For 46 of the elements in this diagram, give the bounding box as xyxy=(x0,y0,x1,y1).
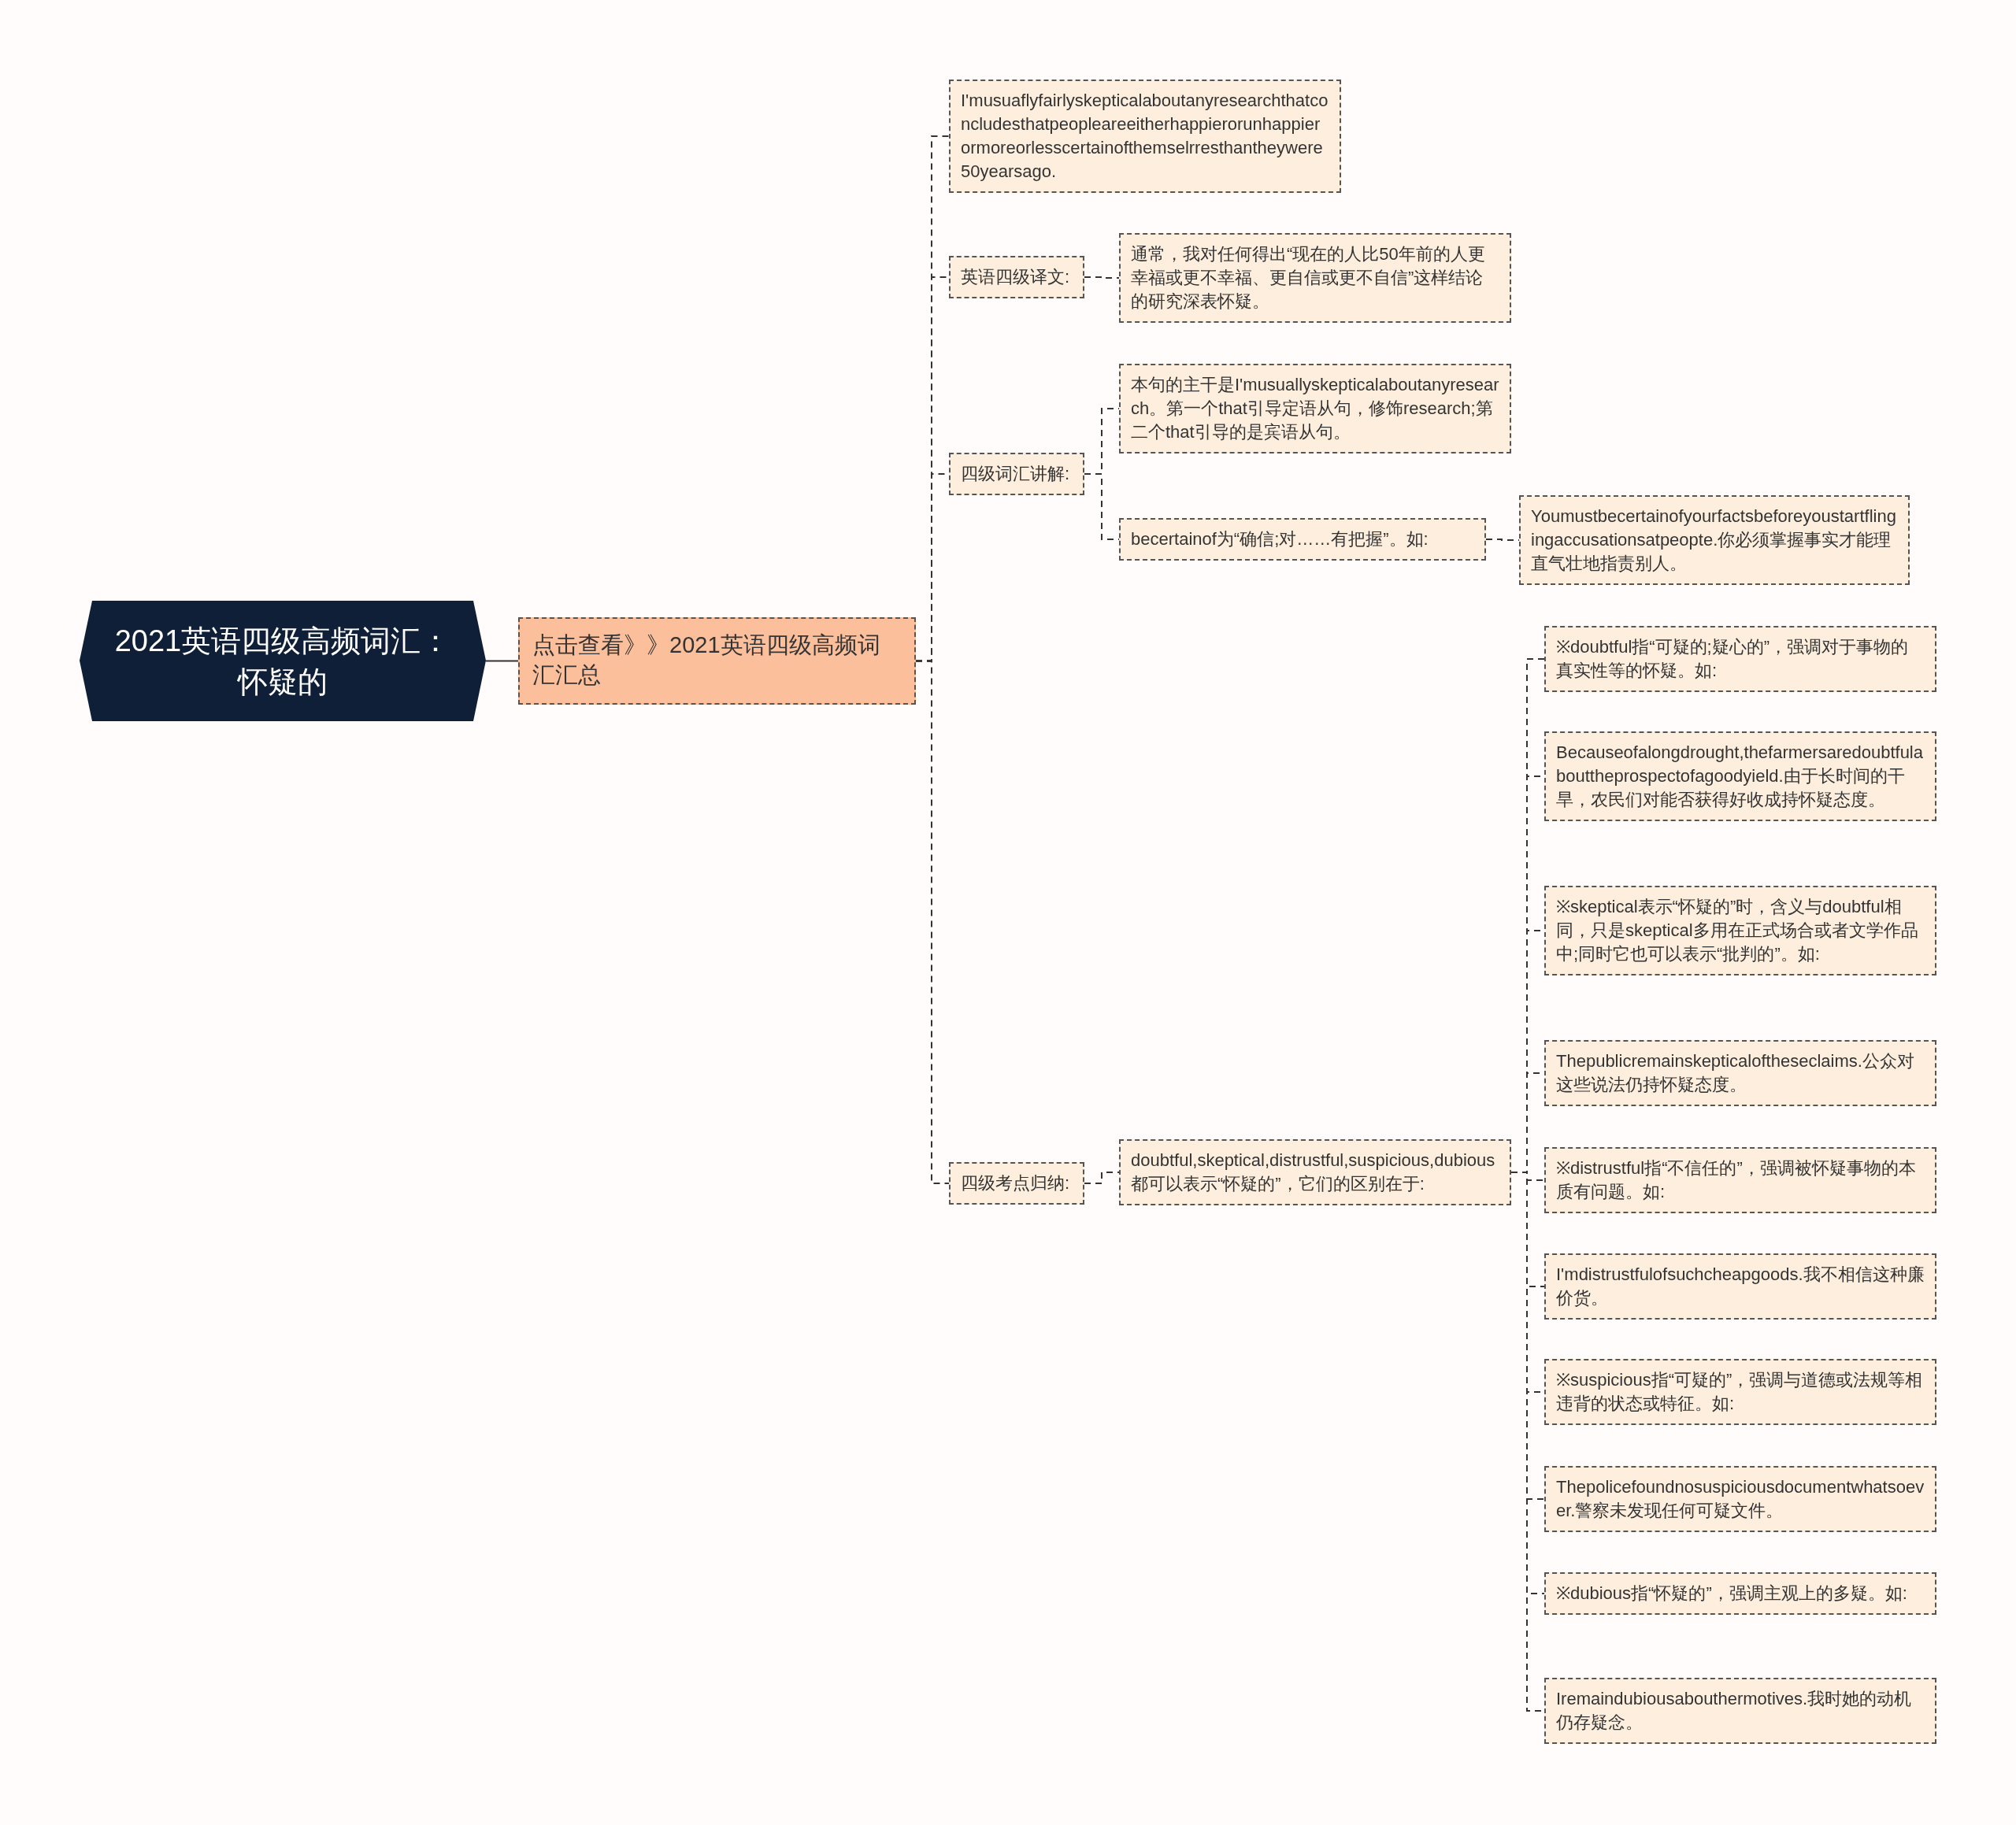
node-text: 英语四级译文: xyxy=(961,266,1071,288)
text-box xyxy=(1544,886,1936,975)
node-text: Thepolicefoundnosuspiciousdocumentwhatsoever.警察未发现任何可疑文件。 xyxy=(1556,1476,1925,1522)
text-box xyxy=(1119,233,1511,323)
node-text: 点击查看》》2021英语四级高频词汇汇总 xyxy=(532,631,881,689)
node-text: I'mdistrustfulofsuchcheapgoods.我不相信这种廉价货。 xyxy=(1556,1264,1925,1309)
text-box xyxy=(949,1162,1084,1205)
text-box xyxy=(1544,626,1936,692)
node-text: ※distrustful指“不信任的”，强调被怀疑事物的本质有问题。如: xyxy=(1556,1157,1917,1203)
text-box xyxy=(949,80,1341,193)
text-box xyxy=(1119,518,1486,561)
node-text: Youmustbecertainofyourfactsbeforeyoustartflingingaccusationsatpeopte.你必须掌握事实才能理直气壮地指责别人。 xyxy=(1531,505,1897,575)
text-box xyxy=(1119,364,1511,453)
node-text: ※suspicious指“可疑的”，强调与道德或法规等相违背的状态或特征。如: xyxy=(1556,1369,1924,1415)
node-text: Iremaindubiousabouthermotives.我时她的动机仍存疑念。 xyxy=(1556,1688,1913,1734)
node-text: 四级考点归纳: xyxy=(961,1172,1071,1194)
connector-line xyxy=(1084,276,1120,279)
node-text: 本句的主干是I'musuallyskepticalaboutanyresearch。第一个that引导定语从句，修饰research;第二个that引导的是宾语从句。 xyxy=(1131,374,1499,443)
text-box xyxy=(1544,731,1936,821)
node-text: ※dubious指“怀疑的”，强调主观上的多疑。如: xyxy=(1556,1583,1908,1605)
text-box xyxy=(1544,1572,1936,1615)
node-text: doubtful,skeptical,distrustful,suspicious,dubious都可以表示“怀疑的”，它们的区别在于: xyxy=(1131,1149,1496,1195)
node-text: 通常，我对任何得出“现在的人比50年前的人更幸福或更不幸福、更自信或更不自信”这样结论的研究深表怀疑。 xyxy=(1131,243,1486,313)
text-box xyxy=(949,453,1084,495)
node-text: 四级词汇讲解: xyxy=(961,463,1071,485)
node-text: I'musuaflyfairlyskepticalaboutanyresearchthatconcludesthatpeopleareeitherhappierorunhappierormoreorlesscertainofthemselrresthantheywere50yearsago. xyxy=(961,90,1329,183)
text-box xyxy=(1544,1359,1936,1425)
text-box xyxy=(1544,1147,1936,1213)
node-text: Thepublicremainskepticaloftheseclaims.公众对这些说法仍持怀疑态度。 xyxy=(1556,1050,1915,1096)
connector-line xyxy=(1084,1172,1120,1184)
node-text: 2021英语四级高频词汇：怀疑的 xyxy=(113,623,452,700)
node-text: ※doubtful指“可疑的;疑心的”，强调对于事物的真实性等的怀疑。如: xyxy=(1556,636,1910,682)
node-text: becertainof为“确信;对……有把握”。如: xyxy=(1131,528,1429,550)
node-text: ※skeptical表示“怀疑的”时，含义与doubtful相同，只是skeptical多用在正式场合或者文学作品中;同时它也可以表示“批判的”。如: xyxy=(1556,896,1919,965)
connector-line xyxy=(485,660,519,662)
text-box xyxy=(1519,495,1910,585)
link-box xyxy=(518,617,916,705)
text-box xyxy=(1544,1253,1936,1320)
text-box xyxy=(1544,1466,1936,1532)
text-box xyxy=(949,256,1084,298)
connector-line xyxy=(915,660,950,1184)
text-box xyxy=(1119,1139,1511,1205)
text-box xyxy=(1544,1040,1936,1106)
topic-hexagon xyxy=(80,601,486,721)
text-box xyxy=(1544,1678,1936,1744)
node-text: Becauseofalongdrought,thefarmersaredoubtfulabouttheprospectofagoodyield.由于长时间的干旱，农民们对能否获得好收成持怀疑态度。 xyxy=(1556,742,1924,811)
